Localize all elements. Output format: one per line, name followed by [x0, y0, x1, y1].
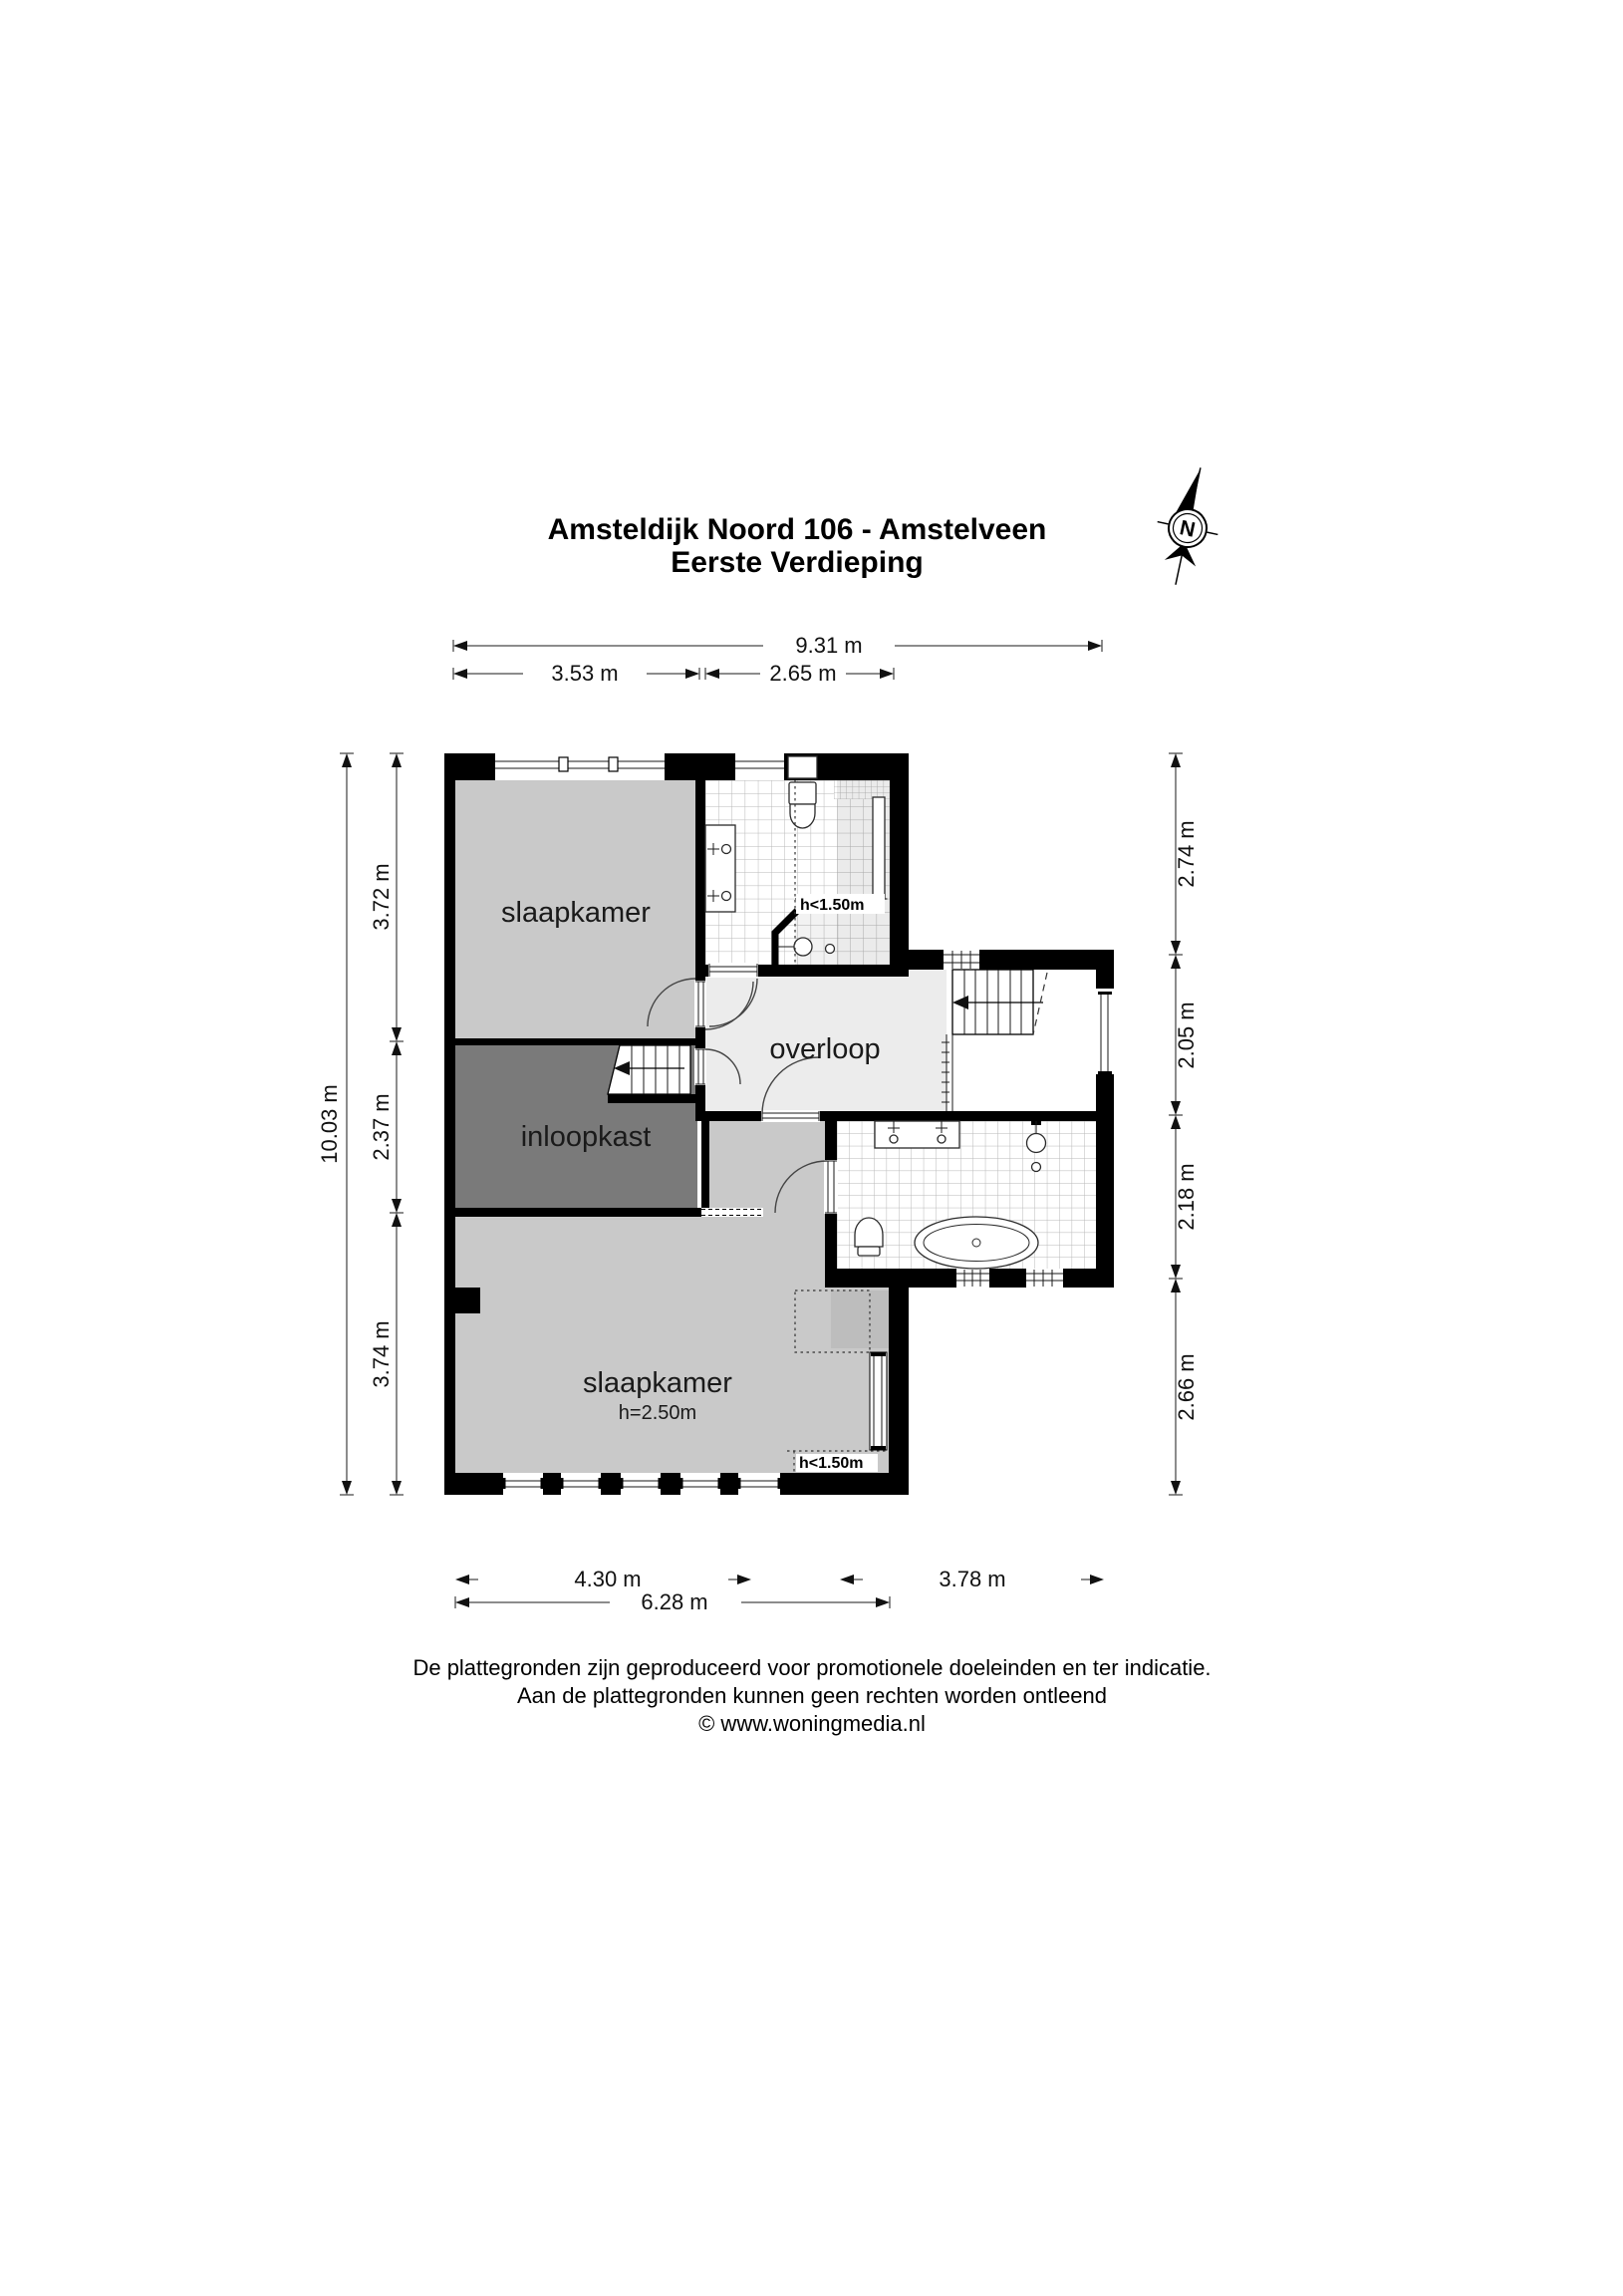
dimension-label: 2.65 m: [769, 661, 836, 686]
room-label-bedroom-bottom: slaapkamer: [583, 1367, 732, 1399]
toilet-icon: [788, 781, 817, 829]
bathroom-top-fixtures: [704, 755, 886, 968]
shower-screen: [872, 796, 886, 900]
door-opening: [694, 981, 706, 1027]
washbasin-counter: [704, 824, 736, 913]
window: [561, 1474, 601, 1494]
dimension-label: 2.05 m: [1174, 1002, 1199, 1068]
faucet-icon: [707, 843, 732, 855]
wardrobe: [831, 1291, 889, 1348]
railing: [942, 1034, 953, 1111]
window: [944, 951, 979, 969]
door-opening: [708, 963, 758, 978]
room-landing-floor-sliver: [909, 970, 947, 977]
room-bedroom-top-floor: [455, 780, 695, 1038]
walls: [444, 753, 1114, 1495]
bathroom-top-fine-tiles: [834, 780, 890, 799]
room-labels: slaapkamer inloopkast overloop slaapkame…: [501, 897, 881, 1424]
page-subtitle: Eerste Verdieping: [671, 546, 923, 579]
shower-head-icon: [1025, 1121, 1047, 1173]
bathtub-icon: [914, 1216, 1039, 1270]
stairs-main: [951, 969, 1048, 1035]
dimension-label: 3.74 m: [369, 1320, 394, 1387]
window: [1026, 1270, 1063, 1287]
north-compass-icon: N: [1157, 467, 1218, 585]
window: [738, 1474, 780, 1494]
faucet-icon: [888, 1121, 900, 1144]
dimension-label: 10.03 m: [317, 1084, 342, 1164]
stairs-direction-arrow: [614, 1061, 630, 1075]
room-label-bedroom-top: slaapkamer: [501, 897, 651, 929]
stairs-cut-line: [1032, 972, 1048, 1035]
dimension-label: 3.78 m: [939, 1567, 1005, 1591]
dimension-label: 3.72 m: [369, 863, 394, 930]
footer-block: De plattegronden zijn geproduceerd voor …: [412, 1655, 1211, 1736]
footer-line: Aan de plattegronden kunnen geen rechten…: [517, 1683, 1107, 1708]
bedroom-bottom-extras: [787, 1290, 889, 1473]
door-swing: [708, 978, 758, 1027]
wall-niche: [787, 755, 818, 779]
dimension-label: 4.30 m: [574, 1567, 641, 1591]
room-label-closet: inloopkast: [521, 1121, 652, 1153]
toilet-icon: [854, 1217, 884, 1257]
dimension-label: 9.31 m: [795, 633, 862, 658]
faucet-icon: [936, 1121, 947, 1144]
north-letter: N: [1178, 516, 1198, 542]
bathroom-bottom-fixtures: [854, 1120, 1047, 1270]
low-height-label: h<1.50m: [799, 1455, 863, 1472]
dimensions-right: 2.74 m 2.05 m 2.18 m 2.66 m: [1169, 752, 1199, 1496]
dimensions-left: 10.03 m 3.72 m 2.37 m 3.74 m: [317, 752, 404, 1496]
window: [869, 1351, 888, 1451]
shower-head-icon: [777, 937, 836, 957]
stairs-direction-arrow: [952, 996, 968, 1009]
room-label-landing: overloop: [769, 1033, 880, 1065]
window: [503, 1474, 543, 1494]
door-swing: [647, 978, 696, 1027]
dimensions-bottom: 4.30 m 3.78 m 6.28 m: [454, 1567, 1104, 1614]
dimensions-top: 9.31 m 3.53 m 2.65 m: [452, 633, 1103, 686]
door-swing: [704, 981, 754, 1030]
stairs-upper: [607, 1044, 691, 1095]
windows: [495, 754, 1114, 1494]
dimension-label: 6.28 m: [641, 1589, 707, 1614]
ceiling-height-label: h=2.50m: [619, 1402, 696, 1424]
window: [495, 754, 665, 779]
dimension-label: 2.66 m: [1174, 1353, 1199, 1420]
washbasin-counter: [874, 1120, 960, 1149]
window: [621, 1474, 661, 1494]
window: [956, 1270, 989, 1287]
door-opening: [694, 1048, 706, 1085]
door-swing: [774, 1160, 828, 1214]
dimension-label: 3.53 m: [551, 661, 618, 686]
dimension-label: 2.37 m: [369, 1093, 394, 1160]
window: [680, 1474, 720, 1494]
page-title: Amsteldijk Noord 106 - Amstelveen: [548, 513, 1047, 546]
room-landing-floor: [705, 977, 947, 1111]
doors: [647, 963, 838, 1217]
shower-wall: [771, 908, 800, 968]
dimension-label: 2.74 m: [1174, 820, 1199, 887]
title-block: Amsteldijk Noord 106 - Amstelveen Eerste…: [548, 513, 1047, 579]
room-bedroom-bottom-floor: [455, 1118, 889, 1473]
door-swing: [704, 1048, 741, 1085]
footer-line: De plattegronden zijn geproduceerd voor …: [412, 1655, 1211, 1680]
low-ceiling-outline: [794, 1290, 871, 1353]
window: [1096, 992, 1114, 1074]
passage-dashed: [701, 1208, 763, 1217]
footer-line: © www.woningmedia.nl: [698, 1711, 926, 1736]
door-swing: [761, 1056, 820, 1115]
window: [735, 754, 784, 779]
door-opening: [824, 1160, 838, 1214]
door-opening: [761, 1110, 820, 1122]
height-labels: h<1.50m h<1.50m: [794, 780, 890, 1472]
low-height-label: h<1.50m: [800, 897, 864, 914]
dimension-label: 2.18 m: [1174, 1163, 1199, 1230]
faucet-icon: [707, 890, 732, 902]
